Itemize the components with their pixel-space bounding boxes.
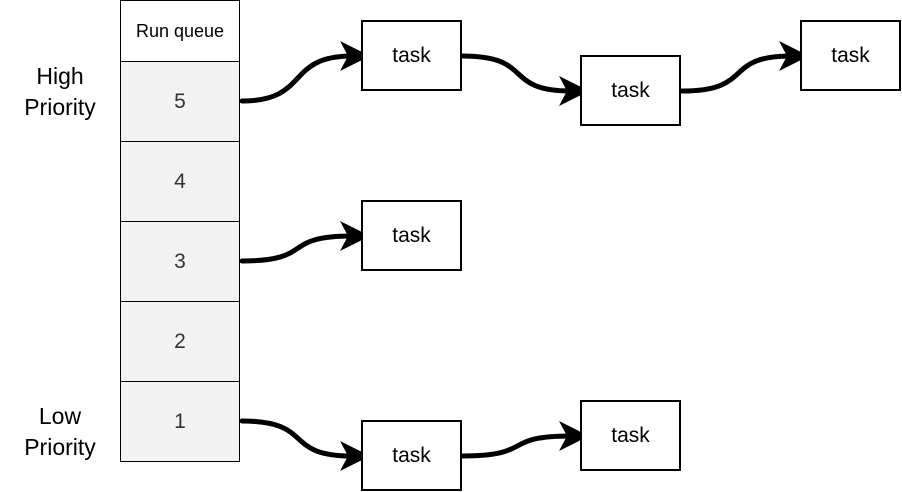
task-level5-2: task [580, 55, 681, 126]
run-queue-header: Run queue [120, 0, 240, 62]
low-priority-label-line-1: Low [38, 403, 82, 429]
high-priority-label: High Priority [0, 61, 120, 123]
arrow-level1-task-1-to-task-2 [459, 421, 589, 459]
task-level3-1: task [361, 200, 462, 271]
high-priority-label-line-1: High [36, 63, 84, 89]
task-level1-1: task [361, 420, 462, 491]
task-level5-1: task [361, 20, 462, 91]
arrow-level1-to-task-1 [239, 418, 370, 471]
queue-level-2: 2 [120, 301, 240, 382]
arrow-task-2-to-task-3 [679, 41, 809, 94]
queue-level-4: 4 [120, 141, 240, 222]
low-priority-label-line-2: Priority [24, 434, 96, 460]
arrow-level3-to-task [239, 221, 370, 264]
task-level5-3: task [800, 20, 901, 91]
arrow-level5-to-task-1 [239, 41, 370, 104]
queue-level-1: 1 [120, 381, 240, 462]
arrow-task-1-to-task-2 [459, 53, 589, 106]
high-priority-label-line-2: Priority [24, 94, 96, 120]
task-level1-2: task [580, 400, 681, 471]
low-priority-label: Low Priority [0, 401, 120, 463]
queue-level-3: 3 [120, 221, 240, 302]
